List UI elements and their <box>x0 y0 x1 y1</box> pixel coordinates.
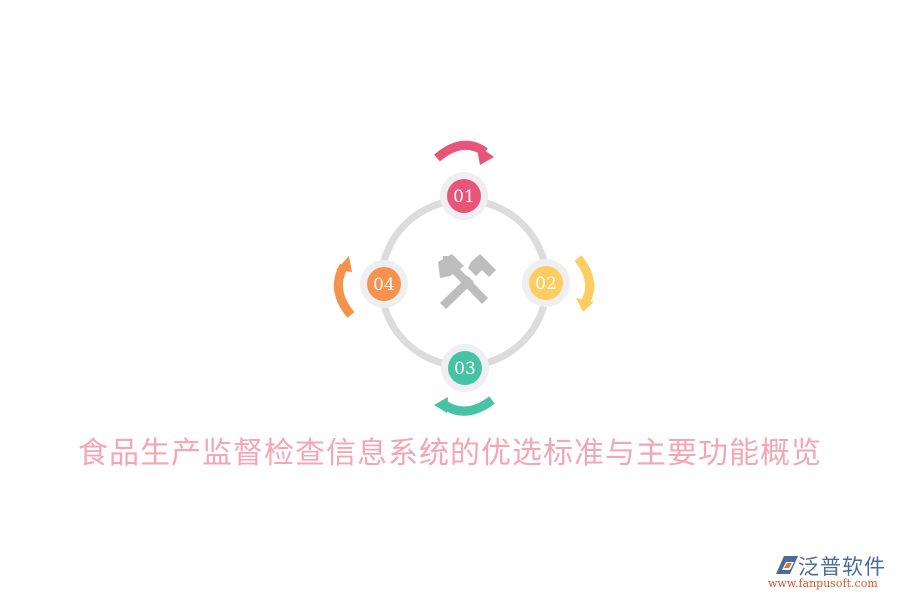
step-node-03: 03 <box>441 344 489 392</box>
arrow-top-icon <box>434 140 494 165</box>
arrow-right-icon <box>574 255 595 312</box>
step-label-01: 01 <box>453 187 475 207</box>
step-label-04: 04 <box>373 275 395 295</box>
step-label-02: 02 <box>535 274 557 294</box>
step-node-02: 02 <box>522 259 570 307</box>
step-label-03: 03 <box>454 359 476 379</box>
page-title: 食品生产监督检查信息系统的优选标准与主要功能概览 <box>78 436 822 471</box>
brand-logo[interactable]: 泛普软件 www.fanpusoft.com <box>768 551 896 595</box>
arrow-bottom-icon <box>434 396 495 416</box>
step-node-04: 04 <box>360 260 408 308</box>
brand-name: 泛普软件 <box>798 555 886 579</box>
brand-url[interactable]: www.fanpusoft.com <box>768 577 878 590</box>
fanpu-logo-icon <box>776 556 798 574</box>
arrow-left-icon <box>333 256 355 318</box>
crossed-hammers-icon <box>438 254 496 309</box>
step-node-01: 01 <box>440 172 488 220</box>
